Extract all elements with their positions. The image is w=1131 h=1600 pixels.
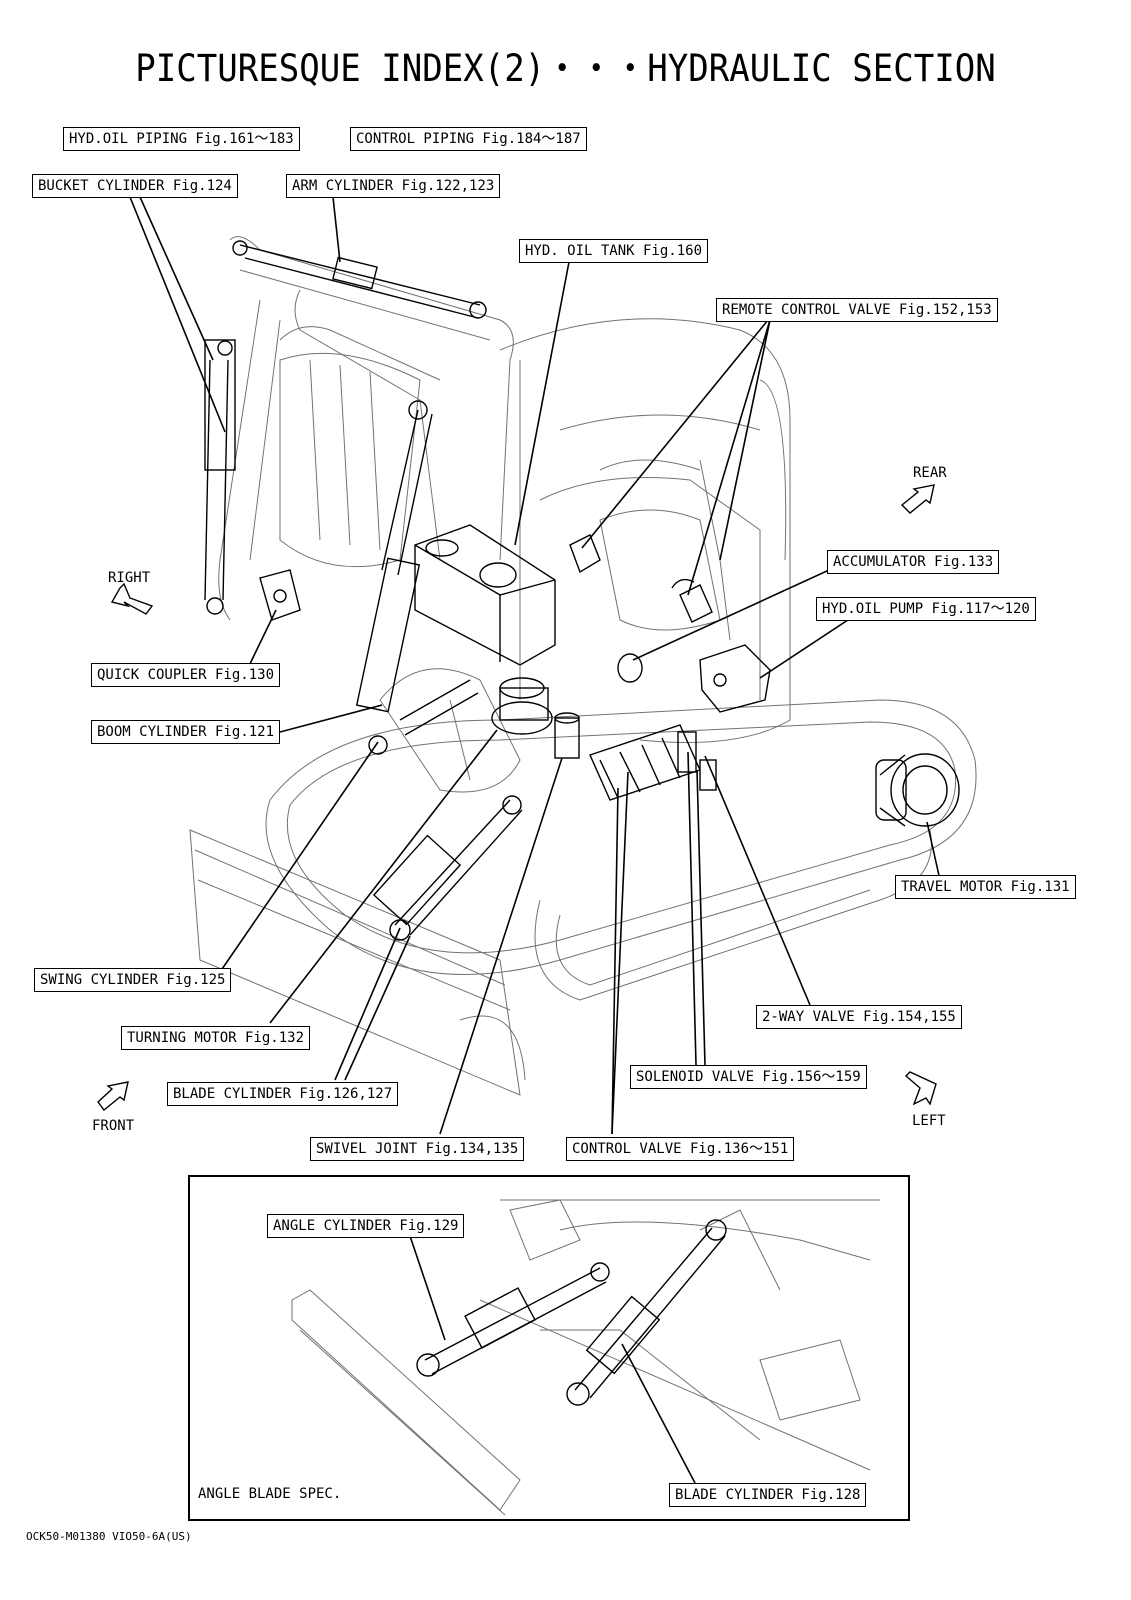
callout-blade-cylinder-128[interactable]: BLADE CYLINDER Fig.128	[669, 1483, 867, 1507]
callout-swing-cylinder[interactable]: SWING CYLINDER Fig.125	[34, 968, 232, 992]
callout-remote-control-valve[interactable]: REMOTE CONTROL VALVE Fig.152,153	[716, 298, 998, 322]
callout-hyd-oil-tank[interactable]: HYD. OIL TANK Fig.160	[519, 239, 709, 263]
callout-swivel-joint[interactable]: SWIVEL JOINT Fig.134,135	[310, 1137, 525, 1161]
inset-label: ANGLE BLADE SPEC.	[198, 1486, 342, 1502]
callout-quick-coupler[interactable]: QUICK COUPLER Fig.130	[91, 663, 281, 687]
right-arrow-icon	[110, 582, 154, 615]
callout-2-way-valve[interactable]: 2-WAY VALVE Fig.154,155	[756, 1005, 962, 1029]
left-arrow-icon	[904, 1071, 937, 1106]
callout-accumulator[interactable]: ACCUMULATOR Fig.133	[827, 550, 1000, 574]
callout-angle-cylinder[interactable]: ANGLE CYLINDER Fig.129	[267, 1214, 465, 1238]
front-arrow-icon	[97, 1081, 129, 1112]
direction-left-label: LEFT	[912, 1113, 946, 1129]
callout-blade-cylinder-126-127[interactable]: BLADE CYLINDER Fig.126,127	[167, 1082, 399, 1106]
callout-turning-motor[interactable]: TURNING MOTOR Fig.132	[121, 1026, 311, 1050]
callout-hyd-oil-piping[interactable]: HYD.OIL PIPING Fig.161～183	[63, 127, 300, 151]
direction-right-label: RIGHT	[108, 570, 151, 586]
callout-control-valve[interactable]: CONTROL VALVE Fig.136～151	[566, 1137, 795, 1161]
callout-solenoid-valve[interactable]: SOLENOID VALVE Fig.156～159	[630, 1065, 867, 1089]
callout-hyd-oil-pump[interactable]: HYD.OIL PUMP Fig.117～120	[816, 597, 1036, 621]
callout-arm-cylinder[interactable]: ARM CYLINDER Fig.122,123	[286, 174, 501, 198]
callout-bucket-cylinder[interactable]: BUCKET CYLINDER Fig.124	[32, 174, 238, 198]
callout-travel-motor[interactable]: TRAVEL MOTOR Fig.131	[895, 875, 1076, 899]
rear-arrow-icon	[900, 484, 935, 514]
direction-front-label: FRONT	[92, 1118, 135, 1134]
page-title: PICTURESQUE INDEX(2)・・・HYDRAULIC SECTION	[135, 47, 996, 90]
callout-control-piping[interactable]: CONTROL PIPING Fig.184～187	[350, 127, 587, 151]
callout-boom-cylinder[interactable]: BOOM CYLINDER Fig.121	[91, 720, 281, 744]
document-number: OCK50-M01380 VIO50-6A(US)	[26, 1530, 192, 1543]
direction-rear-label: REAR	[913, 465, 947, 481]
angle-blade-spec-inset	[188, 1175, 910, 1521]
